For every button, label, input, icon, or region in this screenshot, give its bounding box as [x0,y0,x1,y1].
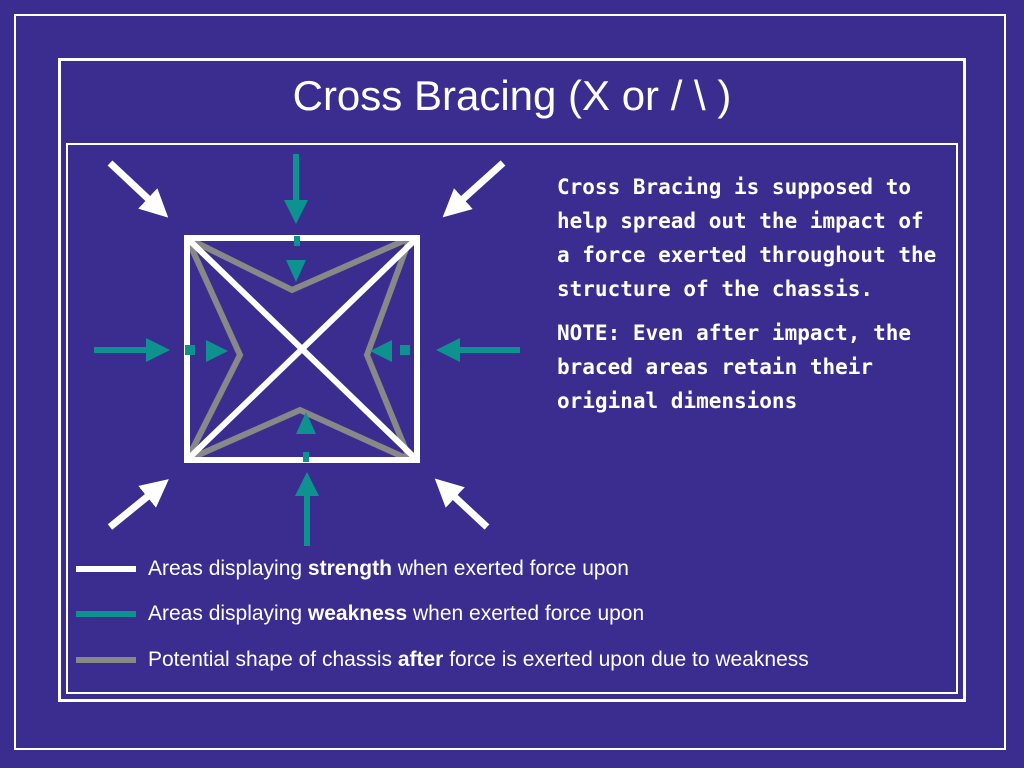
inner-arrow-right-icon [370,340,392,362]
description-note: NOTE: Even after impact, the braced area… [557,321,912,413]
legend-text-post: when exerted force upon [391,557,629,580]
weakness-mark-left [185,345,195,355]
weakness-mark-top [294,236,300,246]
legend-text-pre: Areas displaying [148,557,308,580]
cross-brace-2 [184,235,420,463]
deformed-shape-left [184,236,244,462]
inner-arrow-top-icon [286,260,306,282]
force-arrow-top-left-icon [107,160,169,218]
weakness-mark-bottom [303,452,309,462]
legend-text-post: when exerted force upon [407,602,645,625]
legend-text-bold: after [397,648,444,671]
content-frame [66,143,958,694]
deformed-shape-top [185,235,412,294]
legend-text-post: force is exerted upon due to weakness [443,648,809,671]
legend-text-pre: Areas displaying [148,602,308,625]
inner-arrow-bottom-icon [296,412,316,434]
legend-swatch-after-shape [76,657,136,663]
legend-item-weakness: Areas displaying weakness when exerted f… [76,599,644,629]
outer-frame [14,14,1006,750]
weakness-mark-right [400,345,410,355]
legend-text-bold: weakness [307,602,408,625]
legend-text-bold: strength [307,557,392,580]
slide-frame [58,58,966,702]
legend-swatch-strength [76,566,136,572]
deformed-shape-bottom [185,406,412,463]
slide-title: Cross Bracing (X or / \ ) [292,72,732,119]
deformed-shape-right [363,236,413,462]
inner-arrow-left-icon [206,340,228,362]
legend-swatch-weakness [76,611,136,617]
force-arrow-bottom-right-icon [434,478,490,530]
legend-item-after-shape: Potential shape of chassis after force i… [76,645,809,675]
legend-text-pre: Potential shape of chassis [148,648,398,671]
description-paragraph-1: Cross Bracing is supposed to help spread… [557,175,937,301]
description-text: Cross Bracing is supposed to help spread… [557,170,947,428]
force-arrow-top-right-icon [442,160,506,218]
legend-item-strength: Areas displaying strength when exerted f… [76,554,629,584]
force-arrow-bottom-left-icon [107,479,169,530]
